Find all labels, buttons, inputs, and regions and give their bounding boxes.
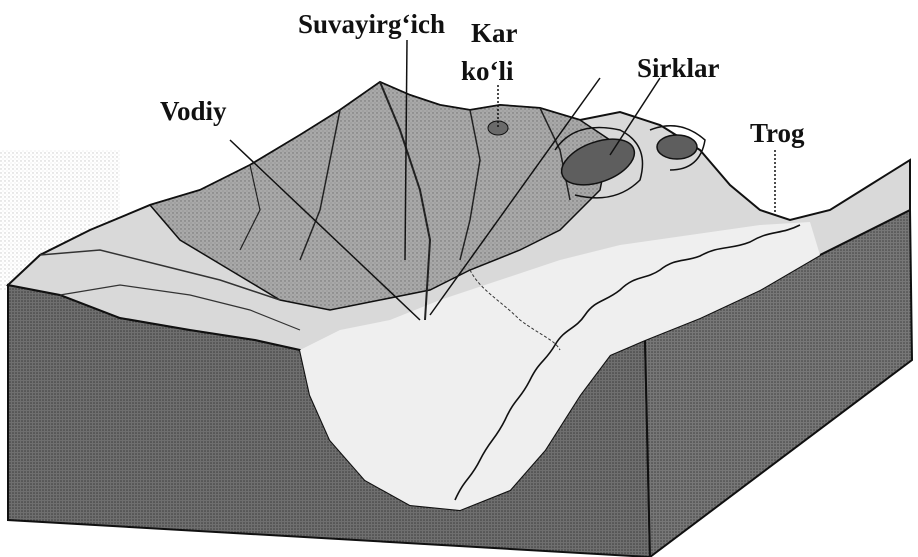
label-kar-koli-line1: Kar — [471, 18, 518, 48]
label-trog: Trog — [750, 118, 805, 148]
label-kar-koli-line2: ko‘li — [461, 56, 514, 86]
label-sirklar: Sirklar — [637, 53, 720, 83]
cirque-lake-2 — [657, 135, 697, 159]
label-vodiy: Vodiy — [160, 96, 227, 126]
label-suvayirgich: Suvayirg‘ich — [298, 9, 445, 39]
